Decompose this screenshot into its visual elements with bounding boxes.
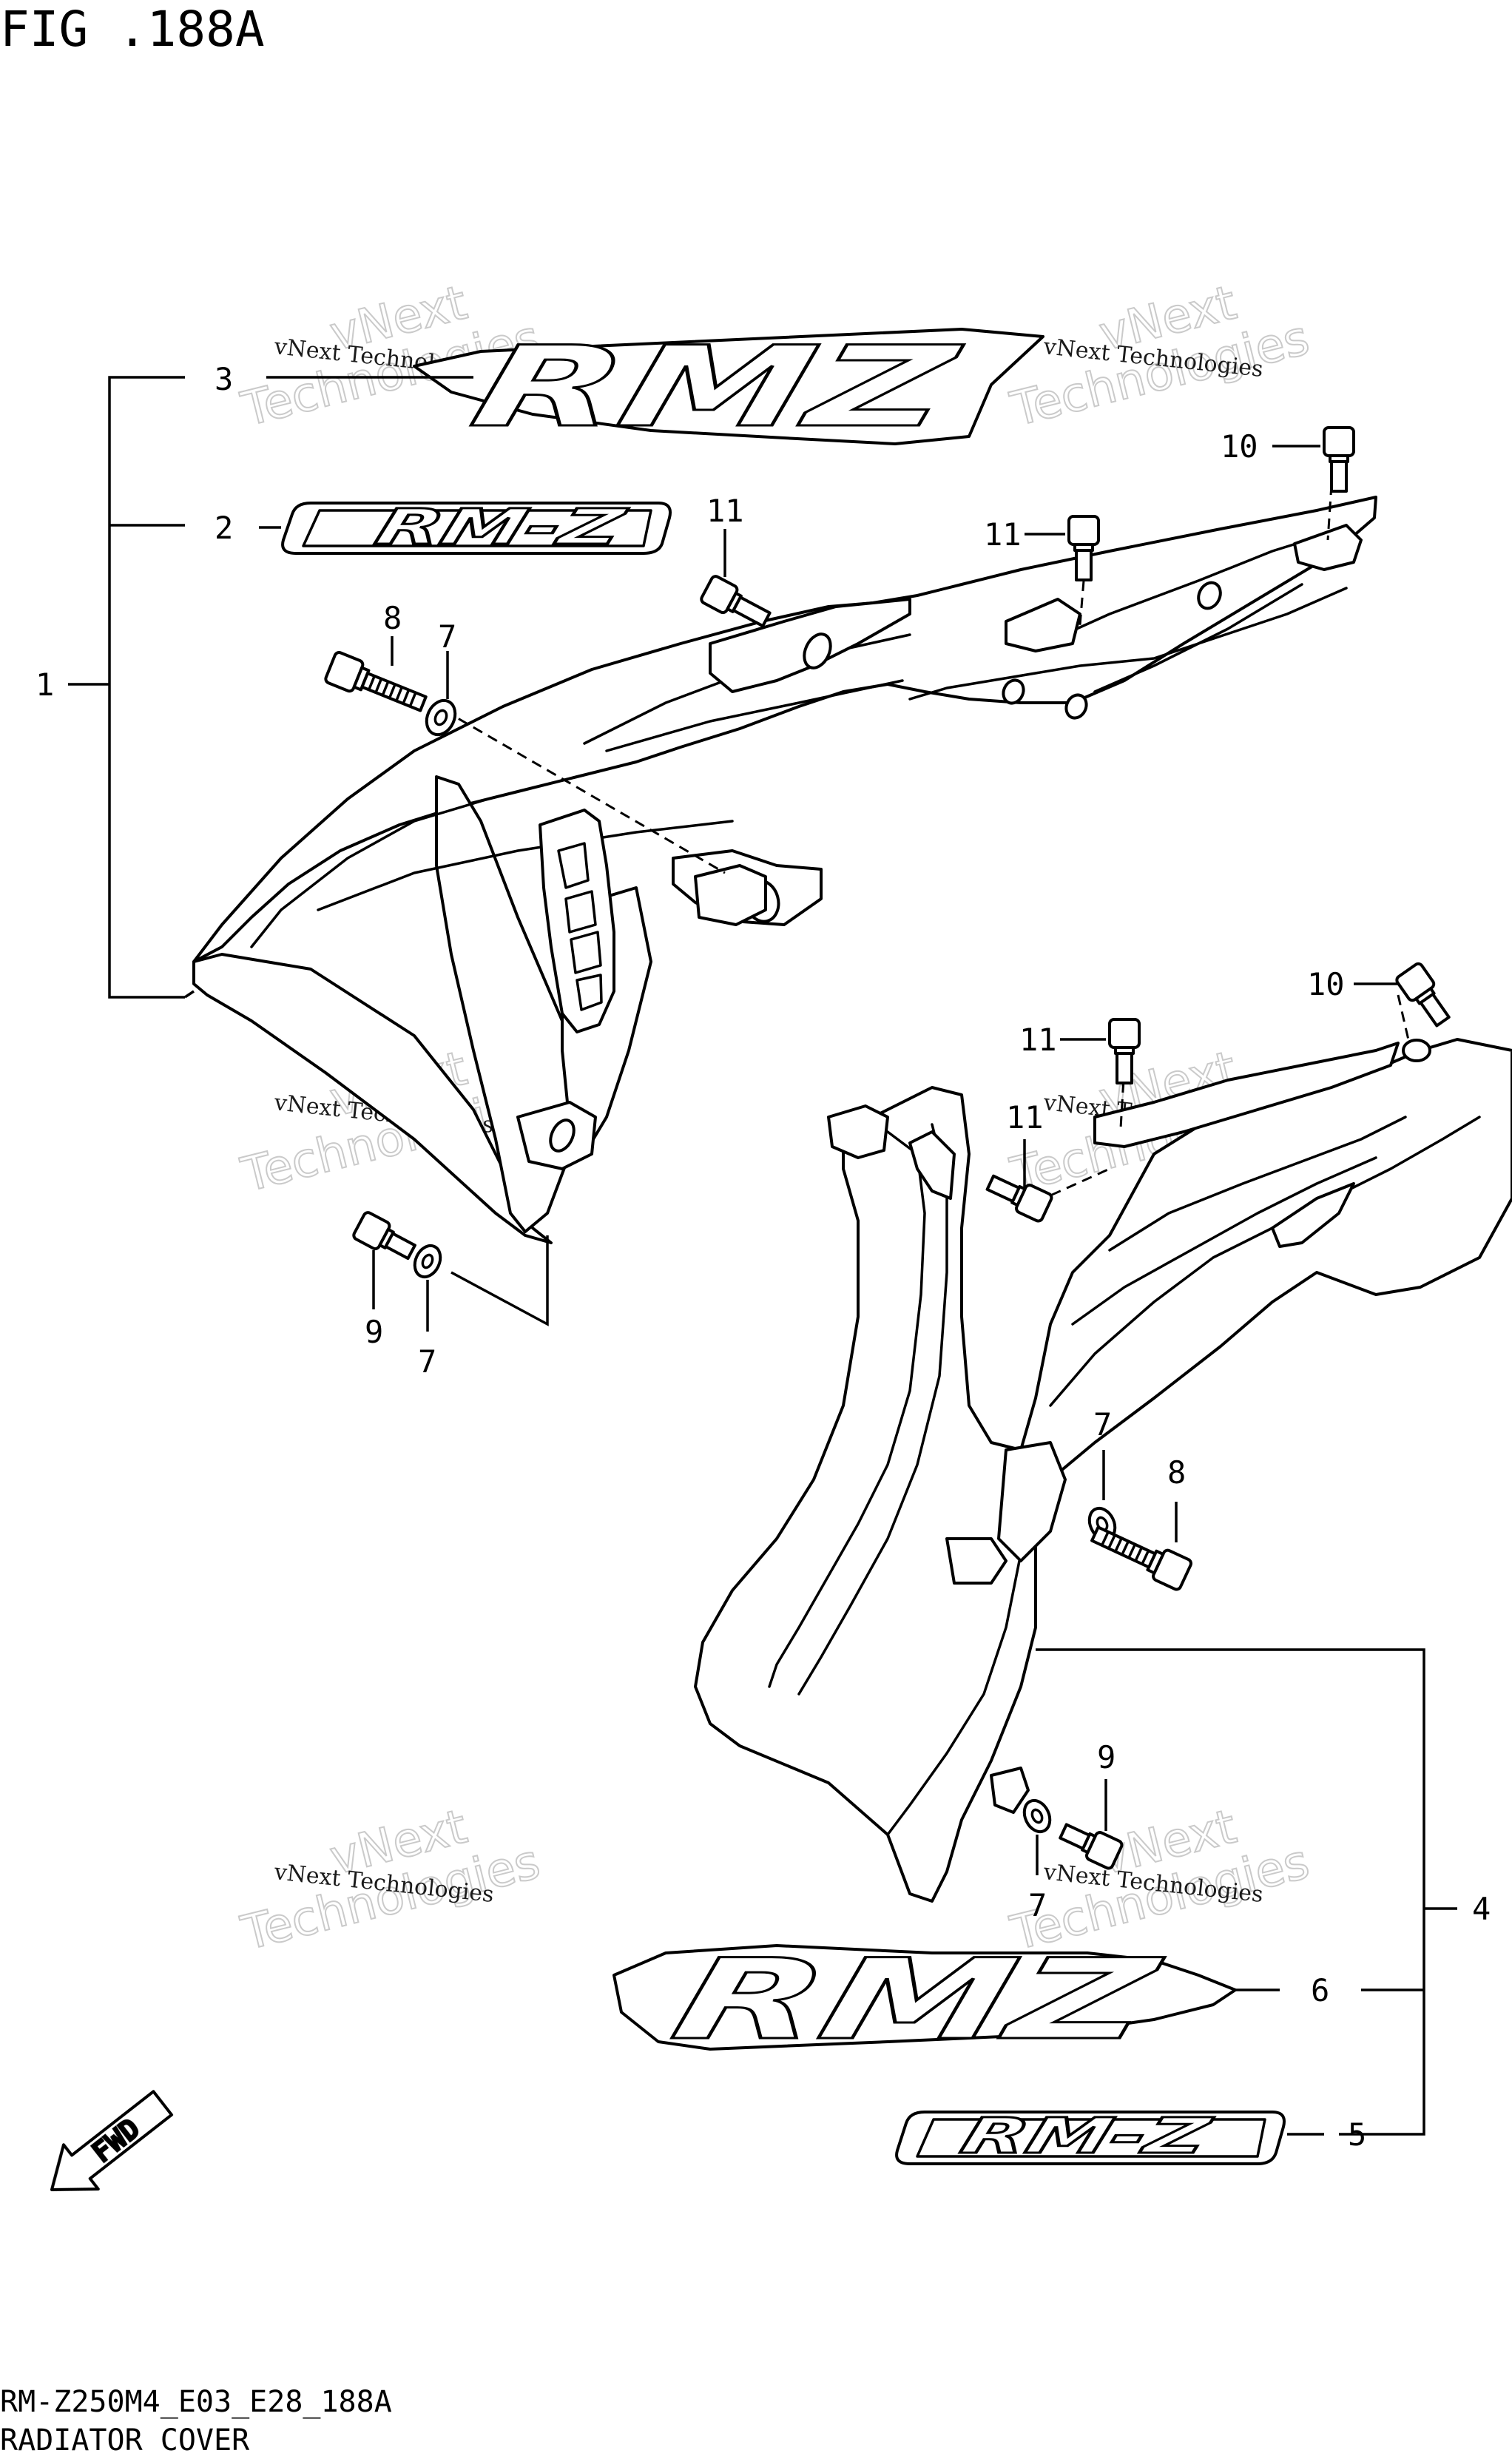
callout-10: 10 bbox=[1221, 428, 1258, 465]
callout-8: 8 bbox=[1167, 1454, 1186, 1491]
callout-labels: 1 2 3 4 5 6 7 7 7 7 8 8 9 9 10 10 11 11 … bbox=[36, 361, 1491, 2153]
svg-text:RM-Z: RM-Z bbox=[370, 498, 632, 555]
callout-1: 1 bbox=[36, 667, 54, 703]
svg-text:RMZ: RMZ bbox=[461, 323, 970, 451]
callout-7: 7 bbox=[1093, 1406, 1112, 1443]
callout-5: 5 bbox=[1348, 2116, 1366, 2153]
part-1-radiator-cover-left bbox=[192, 496, 1377, 1244]
part-6-graphic-decal: RMZ bbox=[612, 1934, 1237, 2065]
figure-name: RADIATOR COVER bbox=[0, 2423, 250, 2456]
part-5-emblem: RM-Z bbox=[895, 2106, 1286, 2165]
part-8-bolt bbox=[324, 651, 428, 712]
callout-7: 7 bbox=[1028, 1887, 1047, 1923]
part-4-radiator-cover-right bbox=[694, 1038, 1512, 1903]
callout-11: 11 bbox=[984, 516, 1022, 553]
part-11-bolt bbox=[1067, 515, 1100, 581]
part-11-bolt bbox=[985, 1174, 1053, 1223]
callout-9: 9 bbox=[1097, 1739, 1116, 1775]
part-7-washer bbox=[425, 698, 457, 737]
part-8-bolt bbox=[1090, 1525, 1192, 1591]
part-2-emblem: RM-Z bbox=[281, 497, 672, 556]
callout-7: 7 bbox=[418, 1343, 436, 1380]
part-7-washer bbox=[1022, 1798, 1052, 1834]
part-7-washer bbox=[413, 1244, 442, 1279]
part-9-bolt bbox=[1059, 1823, 1124, 1870]
callout-9: 9 bbox=[365, 1314, 383, 1350]
part-11-bolt bbox=[700, 575, 772, 628]
part-10-bolt bbox=[1395, 962, 1451, 1028]
figure-code: RM-Z250M4_E03_E28_188A bbox=[0, 2385, 392, 2419]
callout-2: 2 bbox=[215, 510, 233, 546]
callout-6: 6 bbox=[1311, 1972, 1329, 2008]
assembly-lines-lower bbox=[1035, 994, 1411, 1204]
callout-11: 11 bbox=[1019, 1022, 1057, 1058]
part-9-bolt bbox=[352, 1211, 416, 1261]
callout-8: 8 bbox=[383, 600, 402, 636]
part-3-graphic-decal: RMZ bbox=[413, 322, 1044, 453]
leader-lines bbox=[68, 376, 1457, 2136]
callout-11: 11 bbox=[1006, 1099, 1044, 1136]
part-11-bolt bbox=[1108, 1018, 1141, 1084]
fwd-arrow-icon: FWD bbox=[50, 2090, 174, 2191]
callout-3: 3 bbox=[215, 361, 233, 397]
part-10-bolt bbox=[1323, 426, 1355, 493]
svg-text:RMZ: RMZ bbox=[661, 1935, 1170, 2064]
callout-7: 7 bbox=[438, 618, 456, 655]
assembly-lines-upper bbox=[443, 484, 1333, 874]
callout-11: 11 bbox=[706, 493, 744, 529]
callout-4: 4 bbox=[1472, 1891, 1491, 1927]
svg-text:RM-Z: RM-Z bbox=[955, 2107, 1217, 2164]
callout-10: 10 bbox=[1307, 966, 1345, 1002]
figure-title: FIG .188A bbox=[0, 1, 265, 58]
